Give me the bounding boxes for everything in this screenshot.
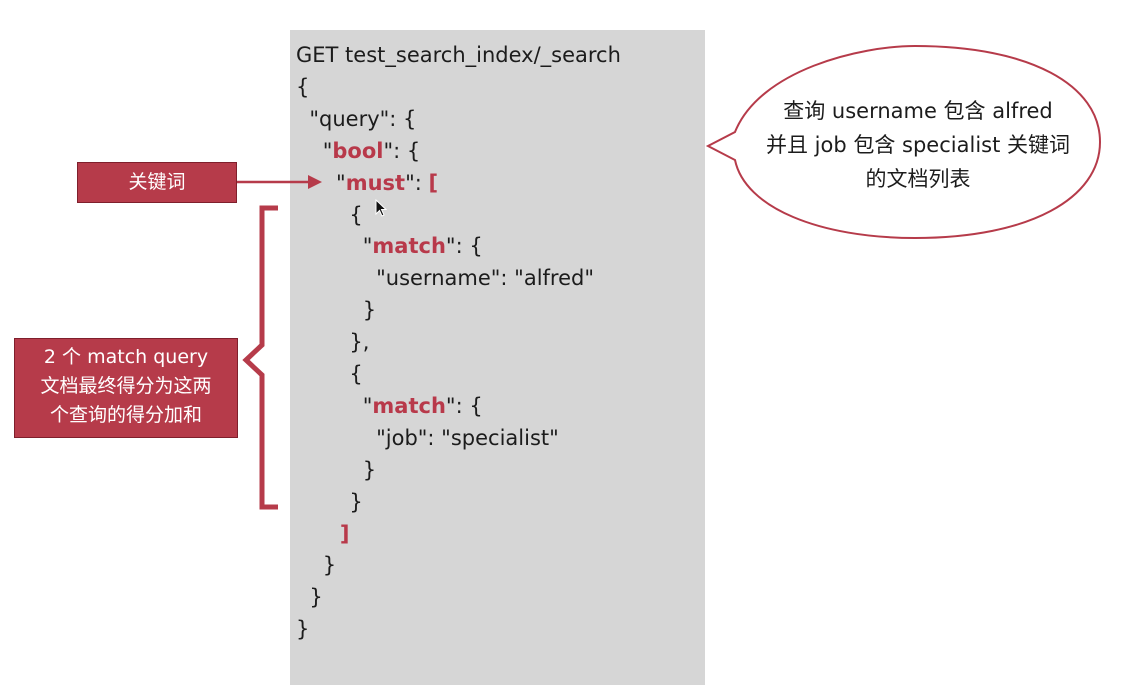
code-text: GET test_search_index/_search [296,43,621,67]
bubble-text: 查询 username 包含 alfred 并且 job 包含 speciali… [734,94,1102,196]
code-text: } [296,553,337,578]
code-text: } [296,617,310,642]
code-line: "username": "alfred" [296,263,594,293]
code-line: "bool": { [296,136,421,166]
code-text: { [296,362,363,386]
code-line: { [296,200,363,230]
code-line: ] [296,519,350,549]
match-bracket [242,205,278,510]
keyword-arrow-head [308,175,322,189]
code-text: ": { [445,234,483,259]
code-keyword: bool [332,138,384,163]
code-line: } [296,550,336,580]
code-keyword: match [372,234,446,259]
code-keyword: match [372,393,446,418]
bracket-note: 2 个 match query 文档最终得分为这两 个查询的得分加和 [14,338,238,438]
code-text: } [296,298,377,323]
code-text: } [296,489,363,514]
keyword-label-text: 关键词 [128,171,186,193]
code-line: } [296,582,323,612]
bracket-note-line3: 个查询的得分加和 [49,404,202,426]
code-keyword: [ [428,170,439,195]
code-text: ": [405,170,429,195]
code-line: { [296,72,309,102]
code-line: { [296,359,363,389]
code-line: "match": { [296,231,483,261]
code-keyword: must [345,170,406,195]
code-text: } [296,585,323,610]
code-line: } [296,614,309,644]
code-text: " [296,170,346,195]
speech-bubble [705,44,1102,240]
code-line: "query": { [296,104,416,134]
keyword-label: 关键词 [77,162,237,203]
mouse-cursor-icon [375,199,388,217]
code-text: " [296,138,333,163]
bubble-line2: 并且 job 包含 specialist 关键词 [766,133,1070,157]
bracket-note-line1: 2 个 match query [43,346,209,368]
code-text: ": { [445,393,483,418]
code-line: GET test_search_index/_search [296,40,621,70]
code-text: "job": "specialist" [296,425,559,450]
bubble-line3: 的文档列表 [865,167,971,191]
bracket-note-line2: 文档最终得分为这两 [40,375,212,397]
code-text: " [296,234,373,259]
code-line: "must": [ [296,168,438,198]
code-text: "username": "alfred" [296,266,594,291]
code-text: { [296,202,363,227]
code-text: " [296,393,373,418]
code-line: } [296,487,363,517]
code-panel: GET test_search_index/_search { "query": … [290,30,705,685]
code-text: { [296,74,310,99]
code-keyword: ] [296,521,350,546]
code-text: }, [296,330,370,355]
code-line: } [296,295,376,325]
code-line: "job": "specialist" [296,423,559,453]
code-line: "match": { [296,391,483,421]
bubble-line1: 查询 username 包含 alfred [783,99,1053,123]
code-text: ": { [383,138,421,163]
code-text: "query": { [296,106,417,131]
code-line: }, [296,327,369,357]
code-line: } [296,455,376,485]
code-text: } [296,457,377,482]
